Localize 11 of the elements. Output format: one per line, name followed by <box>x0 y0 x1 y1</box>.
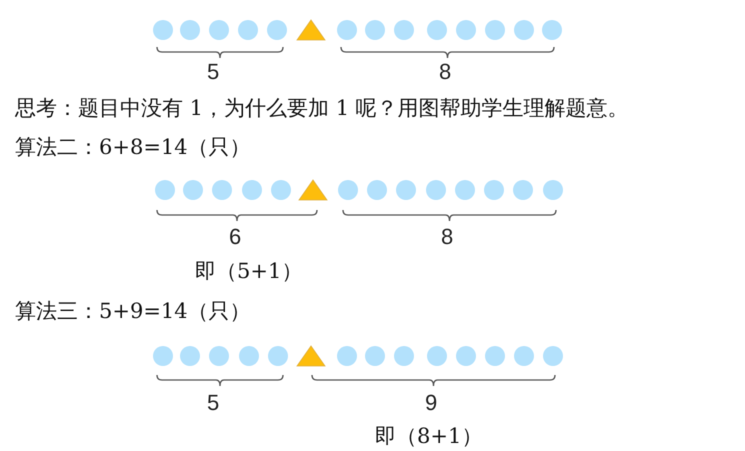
note-text: 即（5+1） <box>195 259 302 284</box>
question-text: 思考：题目中没有 1，为什么要加 1 呢？用图帮助学生理解题意。 <box>15 96 629 121</box>
count-label: 5 <box>207 61 220 83</box>
count-label: 5 <box>207 392 220 414</box>
note-text: 即（8+1） <box>375 424 482 449</box>
method-text: 算法三：5+9=14（只） <box>15 299 251 324</box>
method-text: 算法二：6+8=14（只） <box>15 135 251 160</box>
count-label: 9 <box>425 392 438 414</box>
count-label: 8 <box>439 61 452 83</box>
count-label: 8 <box>441 226 454 248</box>
count-label: 6 <box>229 226 242 248</box>
